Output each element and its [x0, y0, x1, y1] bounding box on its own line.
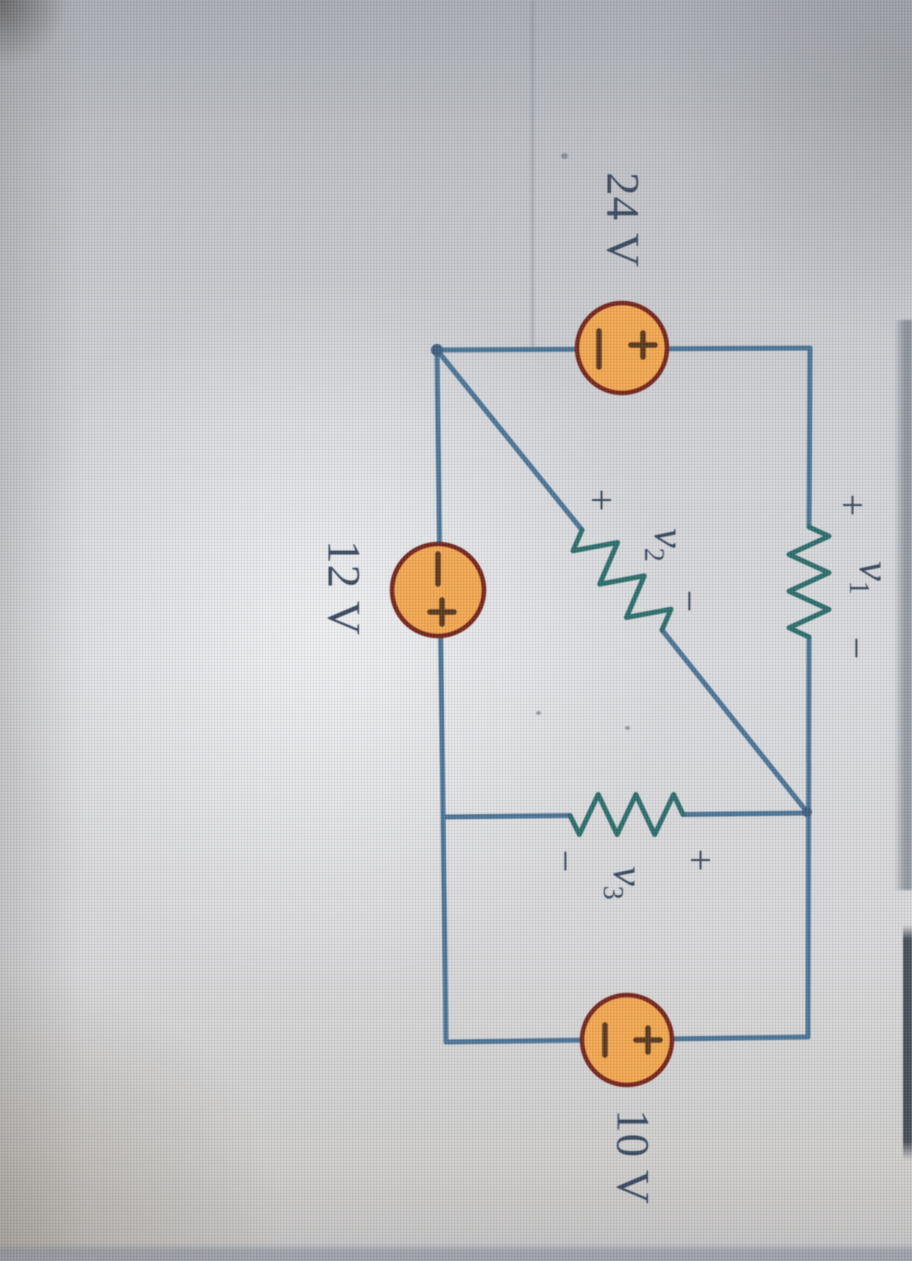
v1-plus-label: +	[830, 493, 875, 517]
wire-middle-upper	[680, 810, 811, 817]
source-12v-circle	[389, 541, 487, 639]
source-24v	[574, 300, 670, 396]
v2-subscript: 2	[638, 547, 670, 562]
v2-label: v2	[638, 528, 694, 562]
v2-plus-label: +	[579, 488, 624, 512]
wire-bottom	[434, 347, 449, 1045]
dust-speck	[536, 711, 541, 715]
v3-symbol: v	[603, 866, 653, 886]
screen-edge-strip-upper	[894, 320, 912, 890]
resistor-v1-zigzag	[786, 524, 832, 640]
source-10v-plus-symbol	[633, 1025, 663, 1055]
v3-label: v3	[597, 866, 653, 900]
label-24v: 24 V	[596, 172, 649, 268]
label-10v: 10 V	[606, 1109, 659, 1205]
v3-minus-label: −	[543, 849, 588, 873]
wire-diagonal-upper	[659, 627, 810, 815]
v2-symbol: v	[644, 528, 694, 548]
dust-speck	[625, 726, 630, 730]
source-12v	[389, 541, 487, 639]
wire-middle-lower	[441, 813, 573, 820]
source-10v-circle	[579, 992, 675, 1088]
label-12v: 12 V	[317, 540, 370, 636]
v1-label: v1	[843, 561, 899, 595]
v1-minus-label: −	[834, 636, 879, 660]
source-12v-plus-symbol	[427, 597, 457, 627]
wire-diagonal-lower	[434, 347, 585, 533]
v1-subscript: 1	[843, 580, 875, 595]
resistor-v2-zigzag	[570, 527, 674, 633]
source-24v-circle	[574, 300, 670, 396]
node-dot-middle-junction	[802, 807, 812, 817]
resistor-v3-zigzag	[567, 792, 686, 837]
source-24v-plus-symbol	[628, 330, 658, 360]
wire-top-left-segment	[806, 345, 813, 530]
source-10v	[579, 992, 675, 1088]
v3-subscript: 3	[597, 885, 629, 900]
bottom-edge-band	[0, 1243, 912, 1261]
v3-plus-label: +	[678, 848, 723, 872]
page-crease-artifact	[531, 0, 534, 349]
wire-top-right-segment	[805, 634, 812, 1040]
dust-speck	[561, 153, 568, 159]
v2-minus-label: −	[667, 589, 712, 613]
screen-edge-strip-lower	[903, 925, 912, 1160]
v1-symbol: v	[849, 561, 899, 581]
node-dot-top-left	[431, 344, 443, 356]
